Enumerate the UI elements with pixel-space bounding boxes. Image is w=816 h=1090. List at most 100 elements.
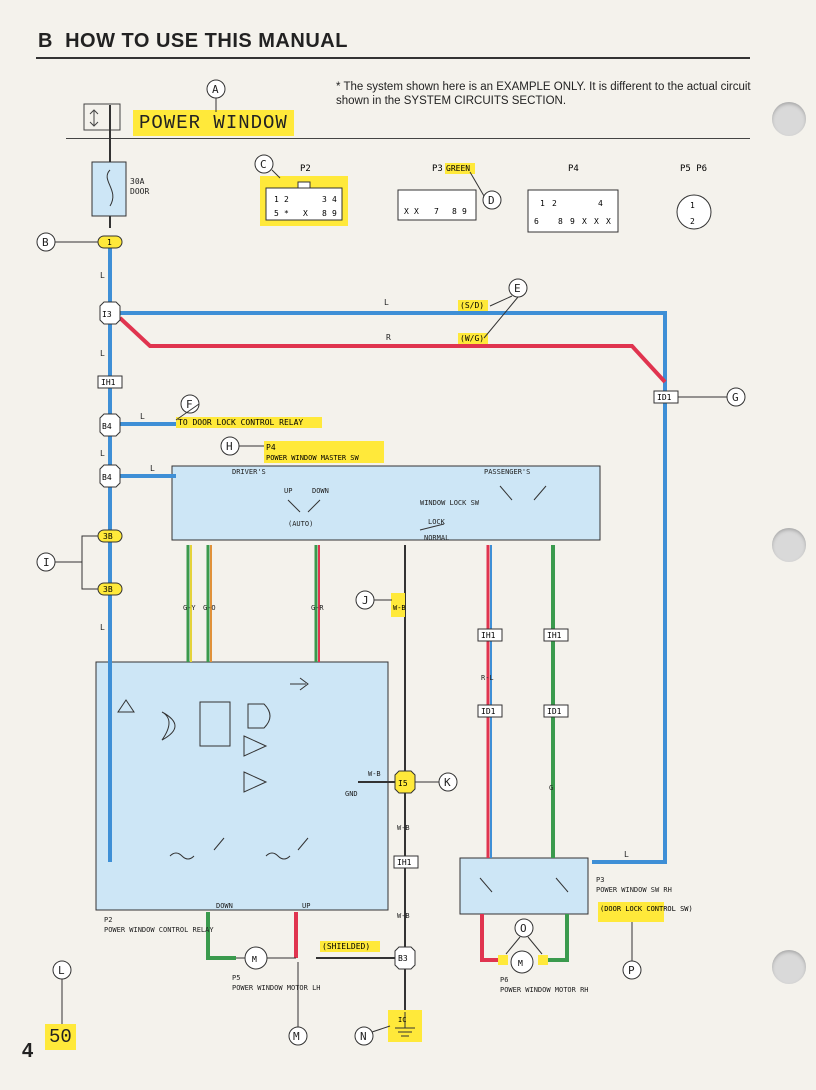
wire-go-label: G-O — [203, 604, 216, 612]
wire-label-l-2: L — [100, 349, 105, 358]
connector-p3-label: P3 — [432, 164, 443, 174]
ground-ic: IC — [388, 1010, 422, 1042]
motor-rh-code: P6 — [500, 976, 508, 984]
switch-contacts — [287, 485, 569, 893]
section-header: B HOW TO USE THIS MANUAL — [38, 30, 348, 53]
relay-up-label: UP — [302, 902, 310, 910]
callout-o: O — [514, 918, 534, 938]
relay-down-label: DOWN — [216, 902, 233, 910]
junction-3b-bottom-label: 3B — [103, 585, 113, 594]
callout-b: B — [36, 232, 56, 252]
junction-ih1-r-label: IH1 — [481, 631, 496, 640]
fuse-rating: 30A — [130, 177, 145, 186]
callout-i-letter: I — [43, 556, 50, 569]
junction-ic-1-label: 1 — [107, 238, 112, 247]
relay-name: POWER WINDOW CONTROL RELAY — [104, 926, 214, 934]
motor-lh-code: P5 — [232, 974, 240, 982]
junction-i5: I5 — [394, 770, 416, 794]
page-number-small: 4 — [22, 1040, 34, 1062]
wire-gr-label: G-R — [311, 604, 324, 612]
wire-label-l-top: L — [384, 298, 389, 307]
callout-j: J — [355, 590, 375, 610]
wire-label-l-rh: L — [624, 850, 629, 859]
normal-label: NORMAL — [424, 534, 449, 542]
motor-rh: M — [498, 950, 548, 974]
p5p6-pin-1: 1 — [690, 201, 695, 210]
master-switch-panel — [171, 465, 601, 541]
fuse-name: DOOR — [130, 187, 149, 196]
p2-pin-6: * — [284, 209, 289, 218]
junction-b4-2-label: B4 — [102, 473, 112, 482]
callout-h: H — [220, 436, 240, 456]
junction-ih1-g-label: IH1 — [547, 631, 562, 640]
p4-pin-6: 6 — [534, 217, 539, 226]
wire-label-l-door: L — [140, 412, 145, 421]
p4-pin-4: 4 — [598, 199, 603, 208]
wire-label-r-top: R — [386, 333, 391, 342]
connector-p3-color: GREEN — [446, 164, 470, 173]
title-rule — [66, 138, 750, 139]
callout-d-letter: D — [488, 194, 495, 207]
junction-b3-label: B3 — [398, 954, 408, 963]
junction-id1-g: ID1 — [543, 704, 569, 718]
p4-pin-2: 2 — [552, 199, 557, 208]
diagram-title: POWER WINDOW — [133, 110, 294, 136]
book-icon — [83, 103, 121, 131]
p3-pin-9: 9 — [462, 207, 467, 216]
window-lock-sw-label: WINDOW LOCK SW — [420, 499, 480, 507]
callout-i: I — [36, 552, 56, 572]
callout-j-letter: J — [362, 594, 369, 607]
wire-g-label: G — [549, 784, 553, 792]
junction-id1-r: ID1 — [477, 704, 503, 718]
connector-p4-label: P4 — [568, 164, 579, 174]
callout-p: P — [622, 960, 642, 980]
junction-3b-top-label: 3B — [103, 532, 113, 541]
connector-p3: P3 GREEN X X 7 8 9 — [397, 163, 477, 221]
master-sw-name: POWER WINDOW MASTER SW — [266, 454, 360, 462]
junction-ih1-wb-label: IH1 — [397, 858, 412, 867]
wire-label-l-3: L — [100, 449, 105, 458]
connector-p5-p6-label: P5 P6 — [680, 164, 707, 174]
callout-leaders — [55, 98, 727, 1033]
p3-pin-7: 7 — [434, 207, 439, 216]
section-letter: B — [38, 30, 53, 52]
p2-pin-5: 5 — [274, 209, 279, 218]
junction-i3: I3 — [99, 301, 121, 325]
lock-label: LOCK — [428, 518, 446, 526]
junction-3b-bottom: 3B — [97, 582, 123, 596]
to-door-lock-label: TO DOOR LOCK CONTROL RELAY — [178, 418, 303, 427]
callout-m: M — [288, 1026, 308, 1046]
page-number: 50 — [45, 1024, 76, 1050]
blue-wires — [108, 248, 667, 864]
p4-pin-1: 1 — [540, 199, 545, 208]
callout-b-letter: B — [42, 236, 49, 249]
junction-id1-g-label: ID1 — [547, 707, 562, 716]
control-relay-panel — [95, 661, 389, 911]
binder-hole-middle — [772, 528, 806, 562]
rh-sw-name: POWER WINDOW SW RH — [596, 886, 672, 894]
junction-i5-label: I5 — [398, 779, 408, 788]
callout-e-letter: E — [514, 282, 521, 295]
junction-id1-r-label: ID1 — [481, 707, 496, 716]
callout-c-letter: C — [260, 158, 267, 171]
p4-pin-8: 8 — [558, 217, 563, 226]
junction-ih1-label: IH1 — [101, 378, 116, 387]
callout-m-letter: M — [293, 1030, 300, 1043]
junction-ih1-wb: IH1 — [393, 855, 419, 869]
p2-pin-9: 9 — [332, 209, 337, 218]
drivers-down-label: DOWN — [312, 487, 329, 495]
binder-hole-bottom — [772, 950, 806, 984]
p3-pin-2: X — [414, 207, 419, 216]
callout-l-letter: L — [58, 964, 65, 977]
junction-b3: B3 — [394, 946, 416, 970]
example-note: * The system shown here is an EXAMPLE ON… — [336, 81, 751, 107]
p5p6-pin-2: 2 — [690, 217, 695, 226]
gnd-label: GND — [345, 790, 358, 798]
section-title: HOW TO USE THIS MANUAL — [65, 30, 348, 52]
callout-h-letter: H — [226, 440, 233, 453]
auto-label: (AUTO) — [288, 520, 313, 528]
green-wires — [206, 545, 569, 962]
callout-c: C — [254, 154, 274, 174]
